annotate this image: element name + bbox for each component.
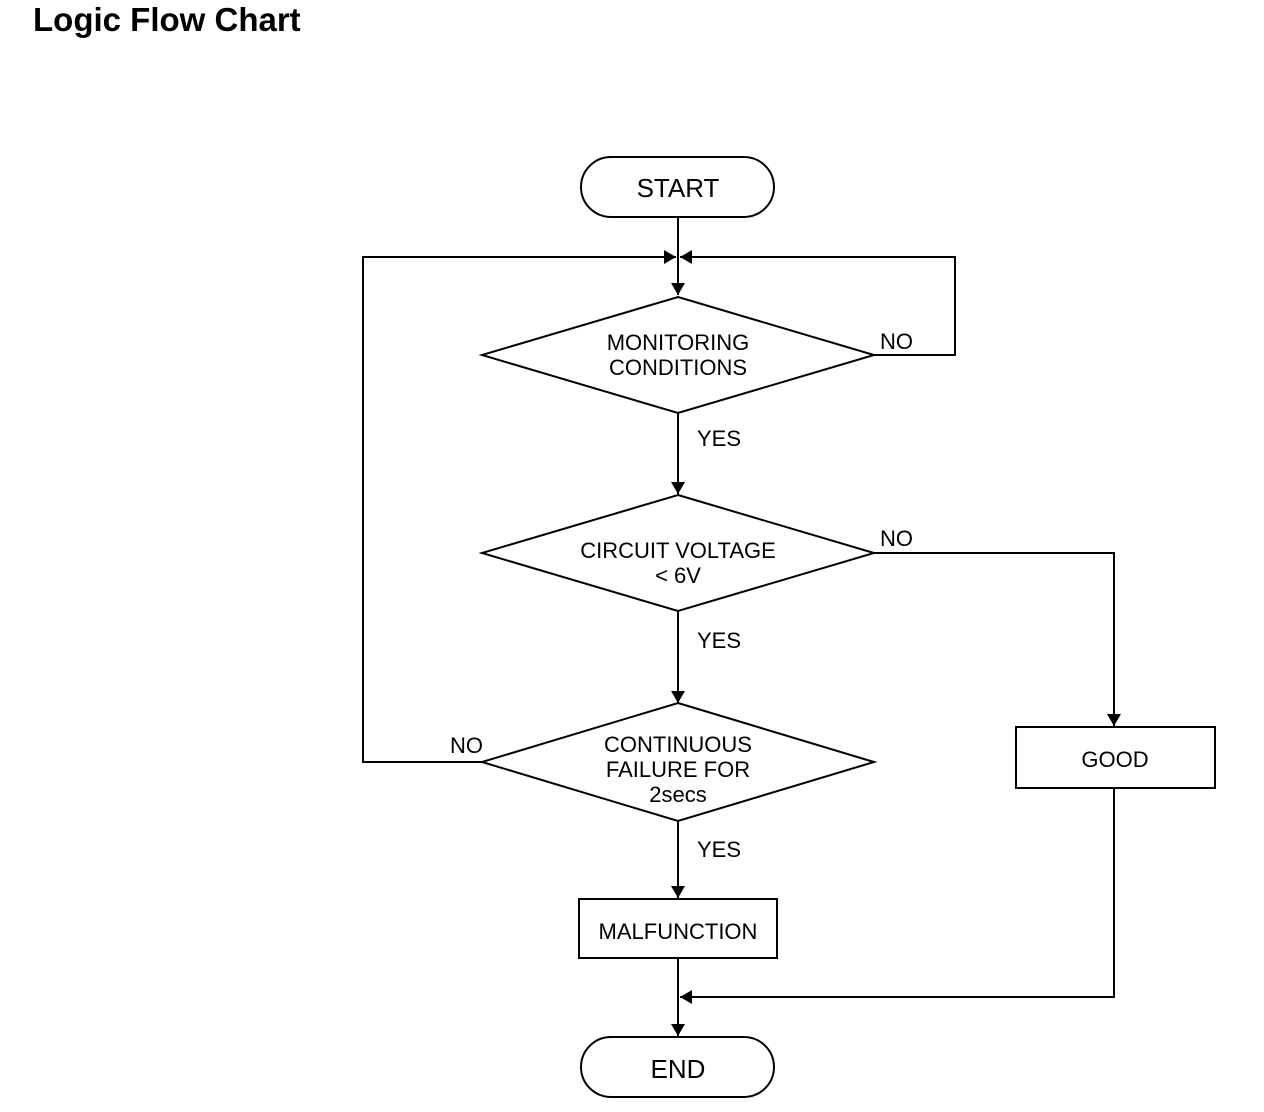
continuous-label-line-3: 2secs: [649, 782, 706, 807]
malfunction-box: [578, 898, 778, 959]
monitoring-label-line-2: CONDITIONS: [609, 355, 747, 380]
page-title: Logic Flow Chart: [33, 1, 301, 38]
monitoring-label-line-1: MONITORING: [607, 330, 750, 355]
monitoring-conditions-decision: [478, 295, 878, 415]
end-terminator: [580, 1036, 775, 1098]
continuous-yes-label: YES: [697, 837, 741, 862]
continuous-failure-decision: [478, 701, 878, 823]
good-box: [1015, 726, 1216, 789]
continuous-no-label: NO: [450, 733, 483, 758]
end-label: END: [651, 1054, 706, 1084]
start-label: START: [637, 173, 720, 203]
malfunction-label: MALFUNCTION: [599, 919, 758, 944]
voltage-label-line-2: < 6V: [655, 563, 701, 588]
circuit-voltage-decision: [478, 493, 878, 613]
monitoring-yes-label: YES: [697, 426, 741, 451]
monitoring-no-label: NO: [880, 329, 913, 354]
voltage-no-label: NO: [880, 526, 913, 551]
edge-voltage-no: [874, 552, 1121, 726]
continuous-label-line-1: CONTINUOUS: [604, 732, 752, 757]
edge-monitoring-no-loop: [680, 250, 956, 356]
voltage-yes-label: YES: [697, 628, 741, 653]
voltage-label-line-1: CIRCUIT VOLTAGE: [580, 538, 776, 563]
continuous-label-line-2: FAILURE FOR: [606, 757, 750, 782]
edge-continuous-no-loop: [362, 250, 676, 763]
good-label: GOOD: [1081, 747, 1148, 772]
edge-good-to-end: [680, 788, 1115, 1004]
start-terminator: [580, 156, 775, 218]
